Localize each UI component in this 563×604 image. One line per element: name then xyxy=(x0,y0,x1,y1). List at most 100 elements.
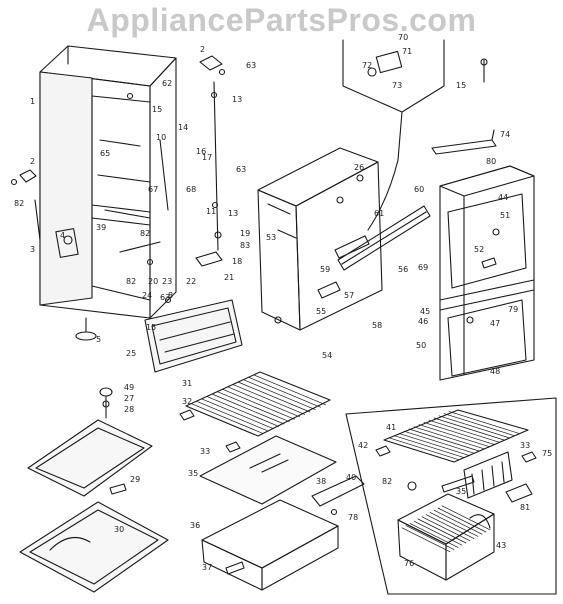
wire-line xyxy=(196,400,269,432)
wire-line xyxy=(216,391,290,422)
wire-line xyxy=(413,426,485,450)
wire-line xyxy=(421,516,471,542)
channel-rail-edge xyxy=(341,211,427,265)
callout-number: 82 xyxy=(14,199,24,208)
wire-line xyxy=(433,417,505,441)
callout-number: 26 xyxy=(354,163,364,172)
front-grille xyxy=(144,299,243,373)
freezer-liner xyxy=(257,147,383,331)
callout-number: 33 xyxy=(200,447,210,456)
callout-number: 30 xyxy=(114,525,124,534)
callout-number: 60 xyxy=(414,185,424,194)
wire-line xyxy=(448,411,520,434)
callout-number: 15 xyxy=(152,105,162,114)
callout-number: 32 xyxy=(182,397,192,406)
callout-number: 53 xyxy=(266,233,276,242)
callout-number: 17 xyxy=(202,153,212,162)
callout-number: 3 xyxy=(30,245,35,254)
callout-number: 83 xyxy=(240,241,250,250)
wire-line xyxy=(222,388,295,420)
wire-line xyxy=(401,527,451,553)
callout-number: 69 xyxy=(418,263,428,272)
callout-number: 70 xyxy=(398,33,408,42)
cabinet-shell xyxy=(39,45,177,341)
callout-number: 62 xyxy=(162,79,172,88)
lower-right-inset xyxy=(345,397,557,595)
callout-number: 61 xyxy=(374,209,384,218)
shelf-wires xyxy=(388,411,520,461)
callout-number: 71 xyxy=(402,47,412,56)
callout-number: 41 xyxy=(386,423,396,432)
callout-number: 77 xyxy=(0,0,10,2)
callout-number: 43 xyxy=(496,541,506,550)
callout-number: 56 xyxy=(398,265,408,274)
wire-line xyxy=(227,386,300,418)
callout-number: 35 xyxy=(188,469,198,478)
callout-number: 23 xyxy=(162,277,172,286)
callout-number: 51 xyxy=(500,211,510,220)
callout-number: 15 xyxy=(456,81,466,90)
callout-number: 58 xyxy=(372,321,382,330)
callout-number: 8 xyxy=(168,291,173,300)
callout-number: 29 xyxy=(130,475,140,484)
callout-number: 1 xyxy=(30,97,35,106)
wire-line xyxy=(441,505,491,531)
wire-line xyxy=(388,437,460,461)
callout-number: 22 xyxy=(186,277,196,286)
callout-number: 20 xyxy=(148,277,158,286)
callout-number: 27 xyxy=(124,394,134,403)
channel-rail xyxy=(337,205,431,271)
wire-line xyxy=(211,393,285,425)
callout-number: 25 xyxy=(126,349,136,358)
wire-line xyxy=(232,384,306,415)
wire-line xyxy=(190,403,264,434)
callout-number: 74 xyxy=(500,130,510,139)
callout-number: 76 xyxy=(404,559,414,568)
callout-number: 68 xyxy=(186,185,196,194)
callout-number: 18 xyxy=(232,257,242,266)
callout-number: 16 xyxy=(196,147,206,156)
callout-number: 2 xyxy=(200,45,205,54)
control-inset xyxy=(342,39,445,231)
callout-number: 79 xyxy=(508,305,518,314)
callout-number: 28 xyxy=(124,405,134,414)
basket-mesh xyxy=(401,505,491,553)
callout-number: 73 xyxy=(392,81,402,90)
callout-number: 42 xyxy=(358,441,368,450)
callout-number: 81 xyxy=(520,503,530,512)
wire-line xyxy=(429,512,479,537)
lower-left-parts xyxy=(19,387,169,593)
shelves-and-crisper xyxy=(179,371,365,591)
callout-number: 13 xyxy=(228,209,238,218)
callout-number: 59 xyxy=(320,265,330,274)
callout-number: 57 xyxy=(344,291,354,300)
callout-number: 21 xyxy=(224,273,234,282)
wire-line xyxy=(201,398,274,430)
callout-number: 13 xyxy=(232,95,242,104)
callout-number: 50 xyxy=(416,341,426,350)
wire-line xyxy=(253,374,326,406)
callout-number: 33 xyxy=(520,441,530,450)
cabinet-hardware xyxy=(10,55,226,304)
callout-number: 4 xyxy=(60,231,65,240)
wire-line xyxy=(413,520,463,546)
callout-number: 14 xyxy=(178,123,188,132)
wire-line xyxy=(393,435,465,458)
door-assembly xyxy=(439,165,535,381)
callout-number: 15 xyxy=(146,323,156,332)
callout-number: 67 xyxy=(148,185,158,194)
wire-line xyxy=(398,433,470,456)
callout-number: 80 xyxy=(486,157,496,166)
callout-number: 63 xyxy=(236,165,246,174)
wire-line xyxy=(403,430,475,454)
wire-line xyxy=(418,424,490,447)
callout-number: 47 xyxy=(490,319,500,328)
callout-number: 46 xyxy=(418,317,428,326)
callout-number: 55 xyxy=(316,307,326,316)
callout-number: 82 xyxy=(126,277,136,286)
wire-line xyxy=(443,413,515,436)
wire-line xyxy=(248,376,321,408)
callout-number: 36 xyxy=(190,521,200,530)
